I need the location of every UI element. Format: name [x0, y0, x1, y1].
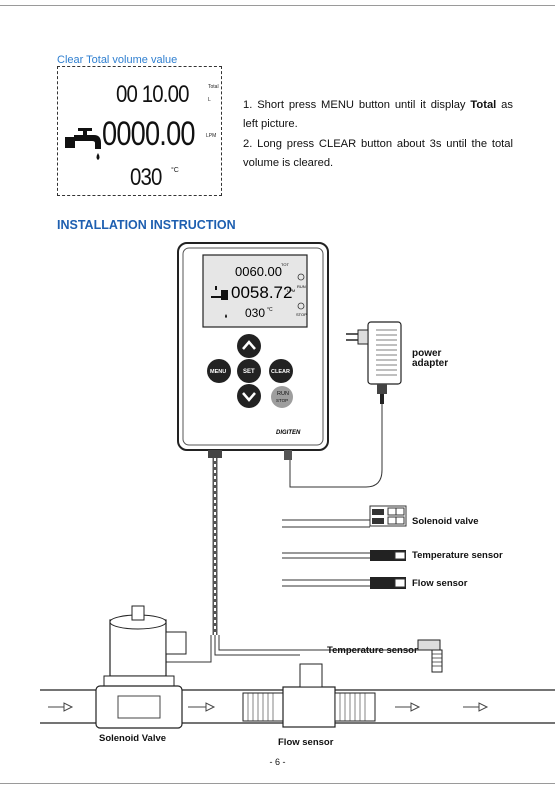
clear-total-caption: Clear Total volume value	[57, 54, 178, 66]
step-1: 1. Short press MENU button until it disp…	[243, 99, 513, 130]
device-lcd-temp-unit: °C	[267, 307, 273, 313]
clear-steps: 1. Short press MENU button until it disp…	[243, 96, 513, 173]
down-button[interactable]	[237, 384, 261, 408]
installation-diagram: 0060.00 TOT 0058.72 LPM 030 °C RUN STOP …	[40, 242, 555, 729]
device-run-label: RUN	[297, 284, 306, 289]
device-lcd-rate-unit: LPM	[287, 288, 295, 293]
up-button[interactable]	[237, 334, 261, 358]
set-button[interactable]: SET	[237, 359, 261, 383]
temperature-sensor-cable-label: Temperature sensor	[412, 550, 503, 561]
page-number: - 6 -	[269, 757, 286, 767]
run-stop-button[interactable]: RUN STOP	[271, 386, 293, 408]
lcd-rate-value: 0000.00	[102, 115, 196, 153]
temperature-sensor-pipe-label: Temperature sensor	[327, 645, 418, 656]
svg-text:SET: SET	[243, 369, 255, 375]
device-lcd-rate: 0058.72	[231, 283, 292, 302]
lcd-temp-value: 030	[130, 164, 162, 191]
top-rule	[0, 5, 555, 6]
installation-heading: INSTALLATION INSTRUCTION	[57, 218, 236, 232]
device-lcd-total-unit: TOT	[281, 262, 289, 267]
svg-text:CLEAR: CLEAR	[271, 369, 290, 375]
lcd-total-value: 00 10.00	[116, 81, 189, 108]
flow-sensor-pipe-label: Flow sensor	[278, 737, 334, 748]
device-stop-label: STOP	[296, 312, 307, 317]
lcd-rate-unit: LPM	[206, 133, 217, 139]
device-brand: DIGITEN	[276, 430, 301, 436]
solenoid-valve	[95, 605, 187, 729]
temperature-sensor-probe	[417, 639, 443, 673]
lcd-temp-unit: °C	[171, 167, 179, 174]
flow-sensor-cable-label: Flow sensor	[412, 578, 468, 589]
svg-text:RUN: RUN	[277, 391, 289, 397]
flow-meter-device: 0060.00 TOT 0058.72 LPM 030 °C RUN STOP …	[177, 242, 329, 460]
flow-sensor	[242, 663, 376, 728]
lcd-illustration: 00 10.00 Total L 0000.00 LPM 030 °C	[57, 66, 222, 196]
faucet-icon	[65, 128, 101, 160]
device-lcd-total: 0060.00	[235, 264, 282, 279]
svg-text:MENU: MENU	[210, 369, 226, 375]
menu-button[interactable]: MENU	[207, 359, 231, 383]
lcd-total-unit: Total	[208, 84, 219, 90]
lcd-total-sub: L	[208, 97, 211, 103]
clear-button[interactable]: CLEAR	[269, 359, 293, 383]
bottom-rule	[0, 783, 555, 784]
svg-text:STOP: STOP	[276, 398, 288, 403]
device-lcd-temp: 030	[245, 306, 265, 320]
solenoid-valve-pipe-label: Solenoid Valve	[99, 733, 167, 744]
solenoid-valve-cable-label: Solenoid valve	[412, 516, 479, 527]
power-adapter-label: power adapter	[412, 348, 449, 369]
step-2: 2. Long press CLEAR button about 3s unti…	[243, 138, 513, 169]
power-adapter	[346, 321, 402, 404]
